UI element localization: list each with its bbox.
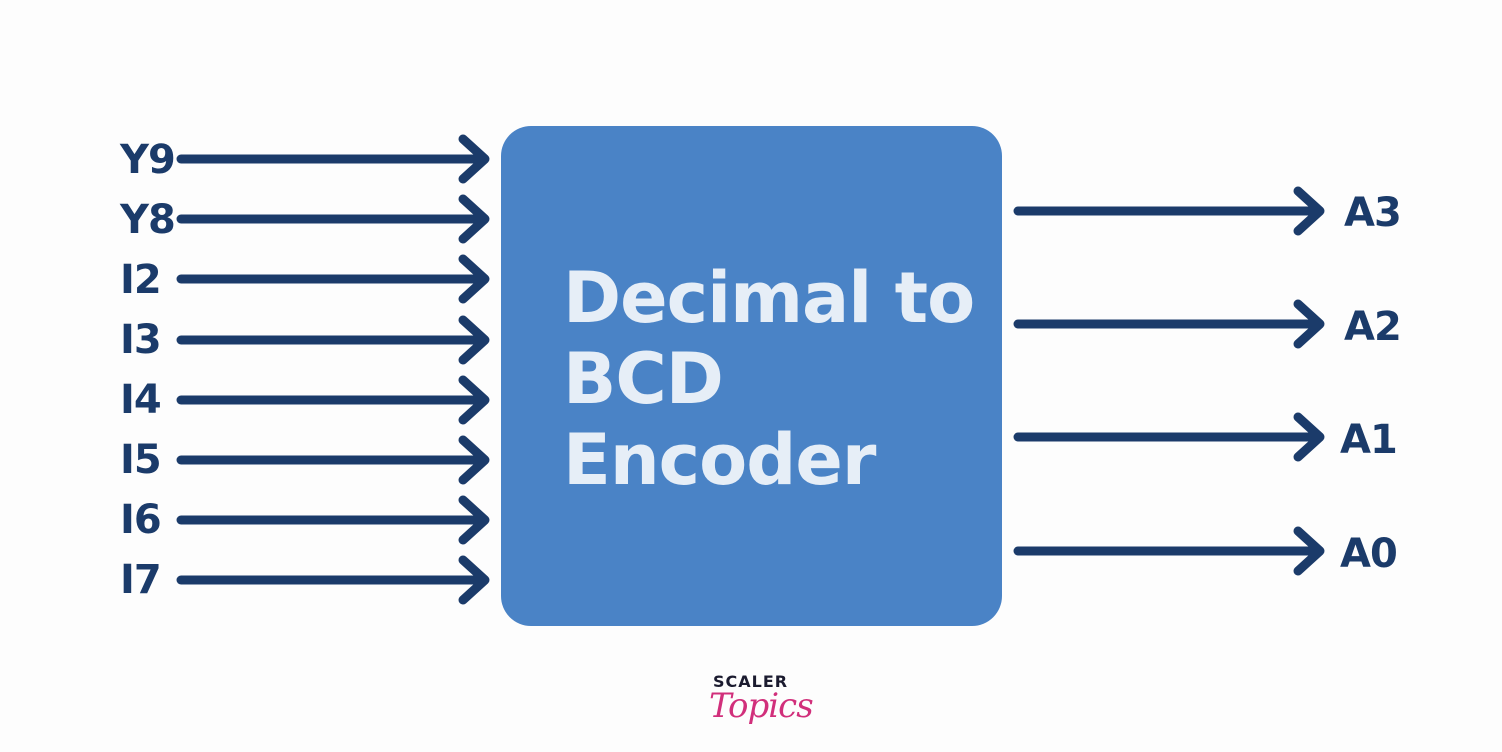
encoder-block: Decimal to BCD Encoder bbox=[501, 126, 1002, 626]
input-label-i3: I3 bbox=[120, 317, 162, 363]
input-label-y8: Y8 bbox=[120, 197, 176, 243]
encoder-title-line-1: Decimal to bbox=[563, 257, 975, 339]
input-arrow-i3 bbox=[176, 315, 490, 365]
input-arrow-i6 bbox=[176, 495, 490, 545]
input-arrow-y8 bbox=[176, 194, 490, 244]
input-arrow-i2 bbox=[176, 254, 490, 304]
input-label-i4: I4 bbox=[120, 377, 162, 423]
encoder-title-line-2: BCD bbox=[563, 338, 724, 420]
input-arrow-i5 bbox=[176, 435, 490, 485]
output-arrow-a0 bbox=[1013, 526, 1325, 576]
output-label-a2: A2 bbox=[1344, 304, 1402, 350]
input-label-y9: Y9 bbox=[120, 137, 176, 183]
output-label-a3: A3 bbox=[1344, 190, 1402, 236]
input-label-i7: I7 bbox=[120, 557, 162, 603]
output-label-a0: A0 bbox=[1340, 531, 1398, 577]
input-label-i5: I5 bbox=[120, 437, 162, 483]
output-arrow-a1 bbox=[1013, 412, 1325, 462]
output-label-a1: A1 bbox=[1340, 417, 1398, 463]
encoder-title: Decimal to BCD Encoder bbox=[563, 257, 975, 501]
input-arrows bbox=[176, 134, 490, 605]
encoder-title-line-3: Encoder bbox=[563, 419, 876, 501]
output-arrow-a3 bbox=[1013, 186, 1325, 236]
input-arrow-y9 bbox=[176, 134, 490, 184]
input-arrow-i4 bbox=[176, 375, 490, 425]
input-label-i6: I6 bbox=[120, 497, 162, 543]
logo-brand-top: SCALER bbox=[713, 672, 789, 691]
output-arrow-a2 bbox=[1013, 299, 1325, 349]
scaler-topics-logo: SCALER Topics bbox=[707, 670, 814, 742]
output-arrows bbox=[1013, 186, 1325, 576]
input-arrow-i7 bbox=[176, 555, 490, 605]
logo-brand-bottom: Topics bbox=[709, 686, 814, 726]
input-label-i2: I2 bbox=[120, 257, 162, 303]
